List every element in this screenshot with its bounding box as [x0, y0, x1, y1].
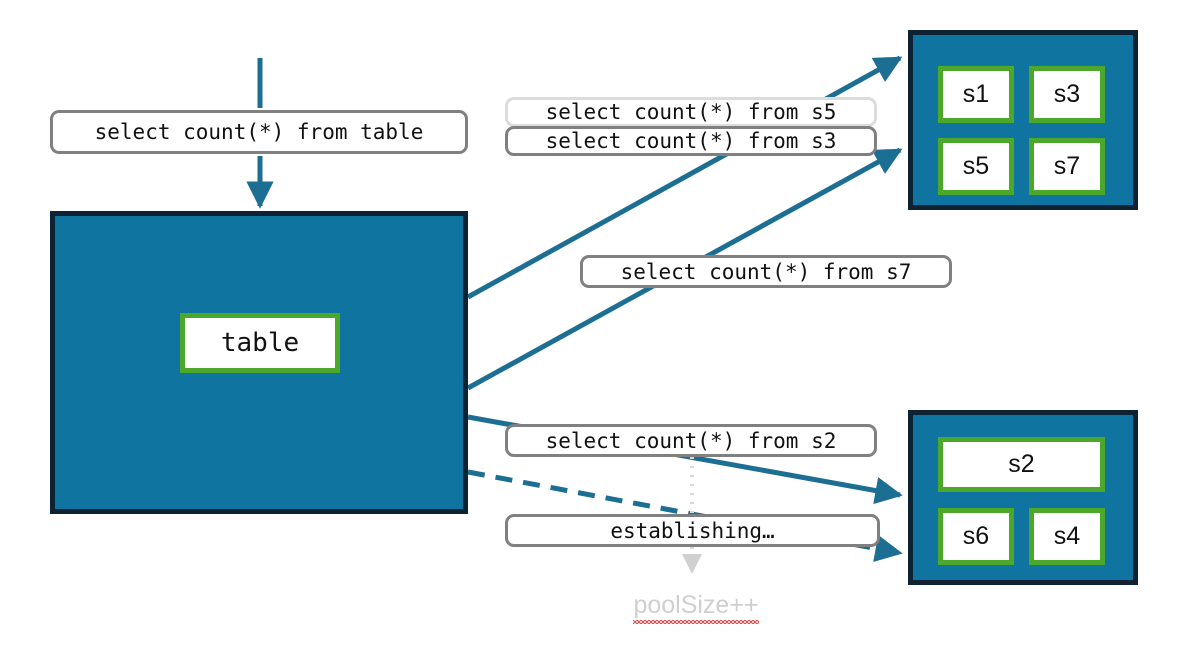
node-s1[interactable]: s1	[938, 66, 1014, 123]
label-query-table[interactable]: select count(*) from table	[50, 110, 468, 154]
label-query-s5[interactable]: select count(*) from s5	[505, 97, 877, 127]
node-s4[interactable]: s4	[1029, 508, 1105, 565]
label-query-s2[interactable]: select count(*) from s2	[505, 424, 877, 457]
node-s6[interactable]: s6	[938, 508, 1014, 565]
label-query-s3[interactable]: select count(*) from s3	[505, 126, 877, 156]
node-s2[interactable]: s2	[938, 437, 1105, 492]
node-s7[interactable]: s7	[1029, 138, 1105, 195]
node-table[interactable]: table	[180, 313, 340, 373]
node-s3[interactable]: s3	[1029, 66, 1105, 123]
label-query-s7[interactable]: select count(*) from s7	[580, 255, 952, 288]
annotation-pool-size: poolSize++	[596, 591, 796, 624]
label-establishing[interactable]: establishing…	[505, 514, 880, 547]
annotation-pool-size-text: poolSize++	[633, 591, 759, 624]
node-s5[interactable]: s5	[938, 138, 1014, 195]
